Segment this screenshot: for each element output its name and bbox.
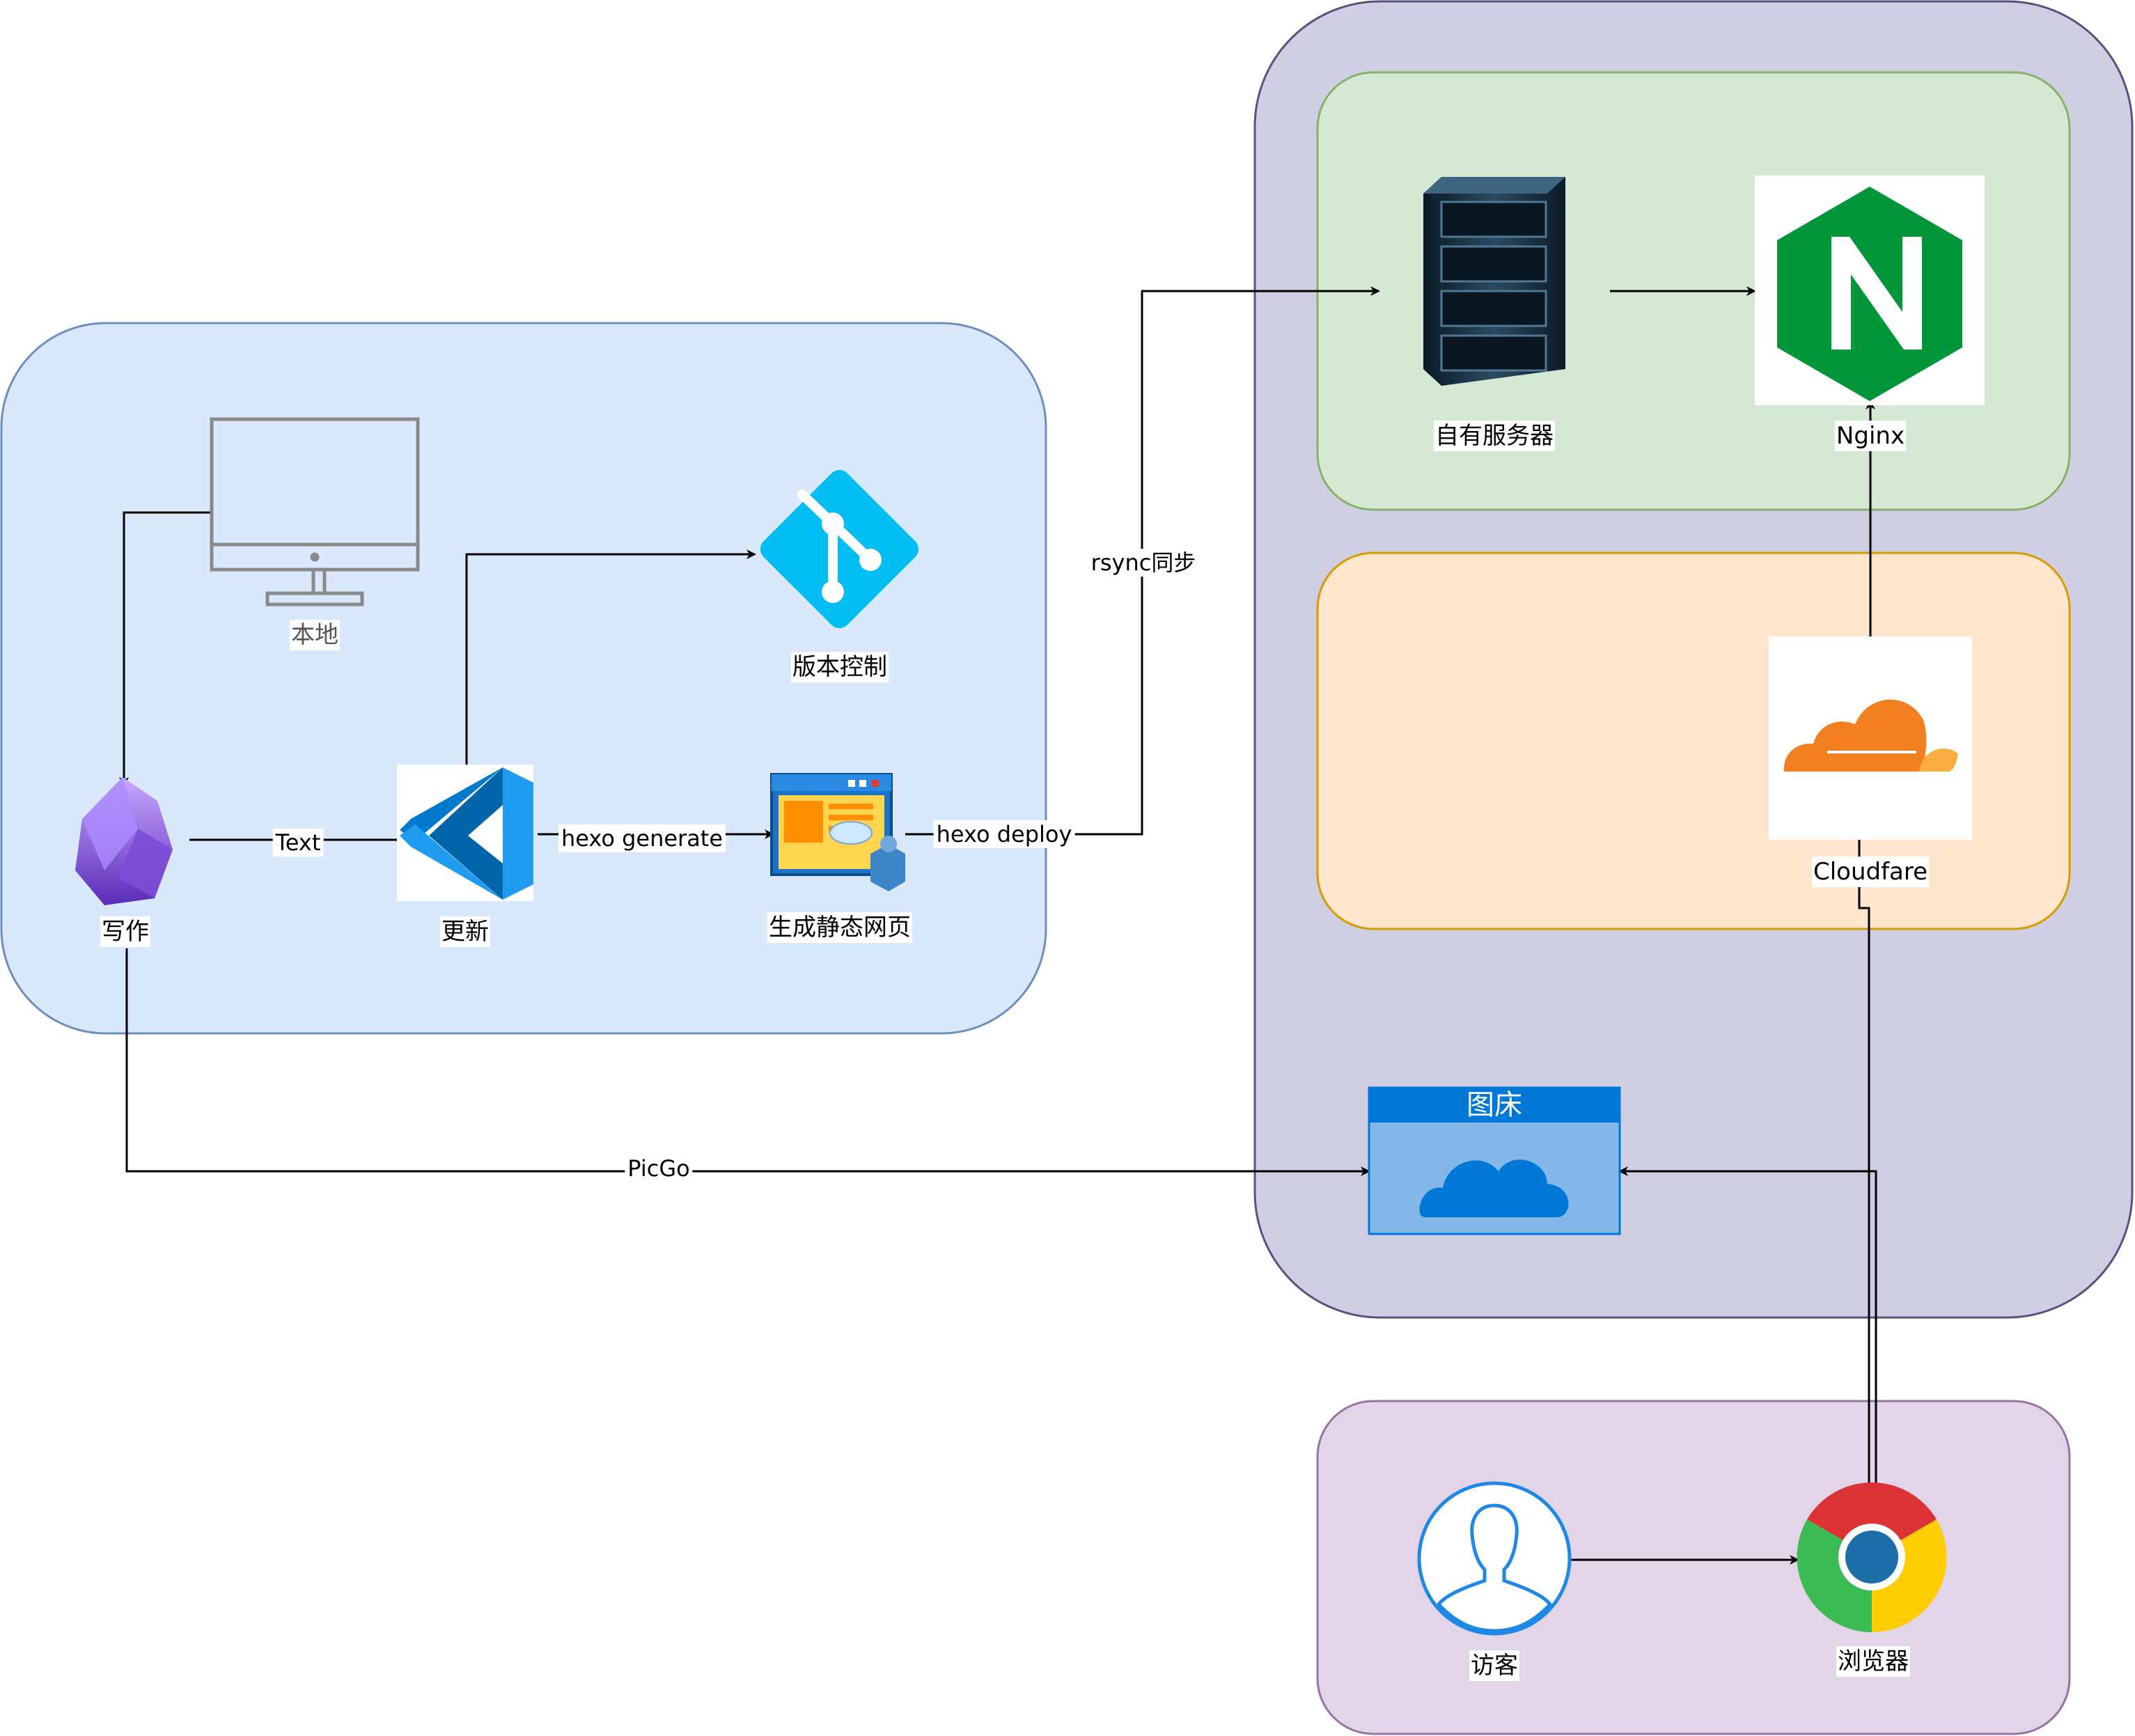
edge-browser-to-cloudflare [1854, 785, 1870, 1485]
write-label: 写作 [100, 916, 150, 947]
edge-update-to-git [465, 549, 756, 765]
image-bed-icon [1368, 1086, 1621, 1235]
chrome-browser-icon [1797, 1482, 1947, 1632]
nginx-label: Nginx [1834, 421, 1907, 451]
update-label: 更新 [440, 916, 490, 947]
static-web-page-icon [770, 773, 905, 891]
cloudflare-icon [1769, 636, 1972, 840]
edge-write-to-imagebed [125, 948, 1370, 1176]
local-label: 本地 [290, 620, 340, 650]
cloudflare-label: Cloudfare [1811, 857, 1930, 887]
edge-label-picgo: PicGo [625, 1155, 693, 1182]
obsidian-icon [75, 777, 173, 905]
edge-label-rsync: rsync同步 [1088, 549, 1199, 577]
vscode-icon [397, 765, 533, 901]
monitor-icon [210, 417, 420, 607]
edge-label-hexo-generate: hexo generate [558, 824, 726, 852]
edge-label-text: Text [272, 829, 324, 857]
image-bed-title: 图床 [1467, 1089, 1522, 1121]
version-control-label: 版本控制 [791, 652, 889, 682]
edge-local-to-write [119, 511, 210, 787]
browser-label: 浏览器 [1836, 1646, 1910, 1677]
edge-browser-to-imagebed [1618, 1166, 1877, 1485]
static-pages-label: 生成静态网页 [767, 912, 912, 943]
git-icon [760, 469, 919, 629]
visitor-label: 访客 [1469, 1650, 1519, 1681]
user-avatar-icon [1417, 1481, 1572, 1636]
server-icon [1423, 177, 1565, 386]
own-server-label: 自有服务器 [1434, 421, 1555, 451]
nginx-icon [1755, 175, 1985, 405]
edge-label-hexo-deploy: hexo deploy [933, 820, 1075, 848]
